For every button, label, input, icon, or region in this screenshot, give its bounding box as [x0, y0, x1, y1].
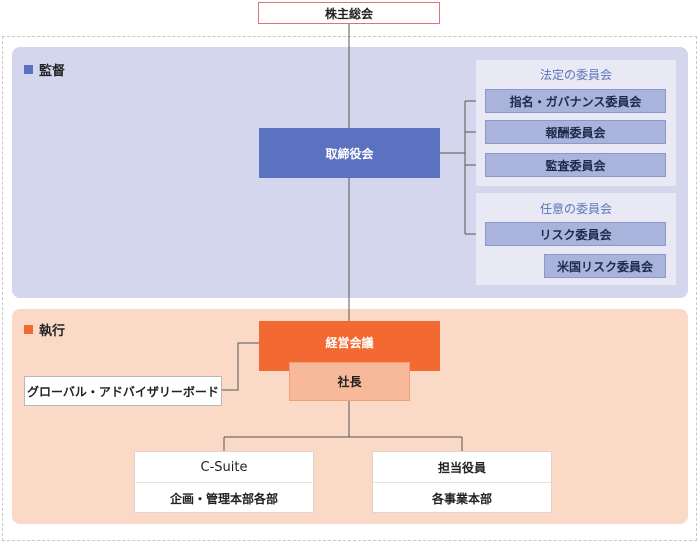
line-advisory — [222, 342, 259, 391]
officers-box: 担当役員 各事業本部 — [372, 451, 552, 513]
voluntary-committees-title: 任意の委員会 — [539, 201, 612, 216]
audit-committee: 監査委員会 — [485, 153, 666, 177]
management-council-label: 経営会議 — [325, 335, 374, 350]
president-box: 社長 — [289, 362, 410, 401]
risk-committee: リスク委員会 — [485, 222, 666, 246]
supervision-square-icon — [24, 65, 33, 74]
us-risk-committee: 米国リスク委員会 — [544, 254, 666, 278]
global-advisory-board: グローバル・アドバイザリーボード — [24, 376, 222, 406]
execution-square-icon — [24, 325, 33, 334]
csuite-box: C-Suite 企画・管理本部各部 — [134, 451, 314, 513]
supervision-label: 監督 — [39, 64, 66, 79]
statutory-committees-title: 法定の委員会 — [539, 67, 612, 82]
officers-title: 担当役員 — [373, 452, 551, 483]
supervision-title: 監督 — [24, 60, 65, 79]
nomination-committee: 指名・ガバナンス委員会 — [485, 89, 666, 113]
execution-label: 執行 — [39, 324, 66, 339]
csuite-subtitle: 企画・管理本部各部 — [169, 492, 278, 506]
csuite-title: C-Suite — [135, 452, 313, 483]
compensation-committee: 報酬委員会 — [485, 120, 666, 144]
shareholders-meeting: 株主総会 — [258, 2, 440, 24]
execution-title: 執行 — [24, 320, 65, 339]
officers-subtitle: 各事業本部 — [431, 492, 492, 506]
board-of-directors: 取締役会 — [259, 128, 440, 178]
